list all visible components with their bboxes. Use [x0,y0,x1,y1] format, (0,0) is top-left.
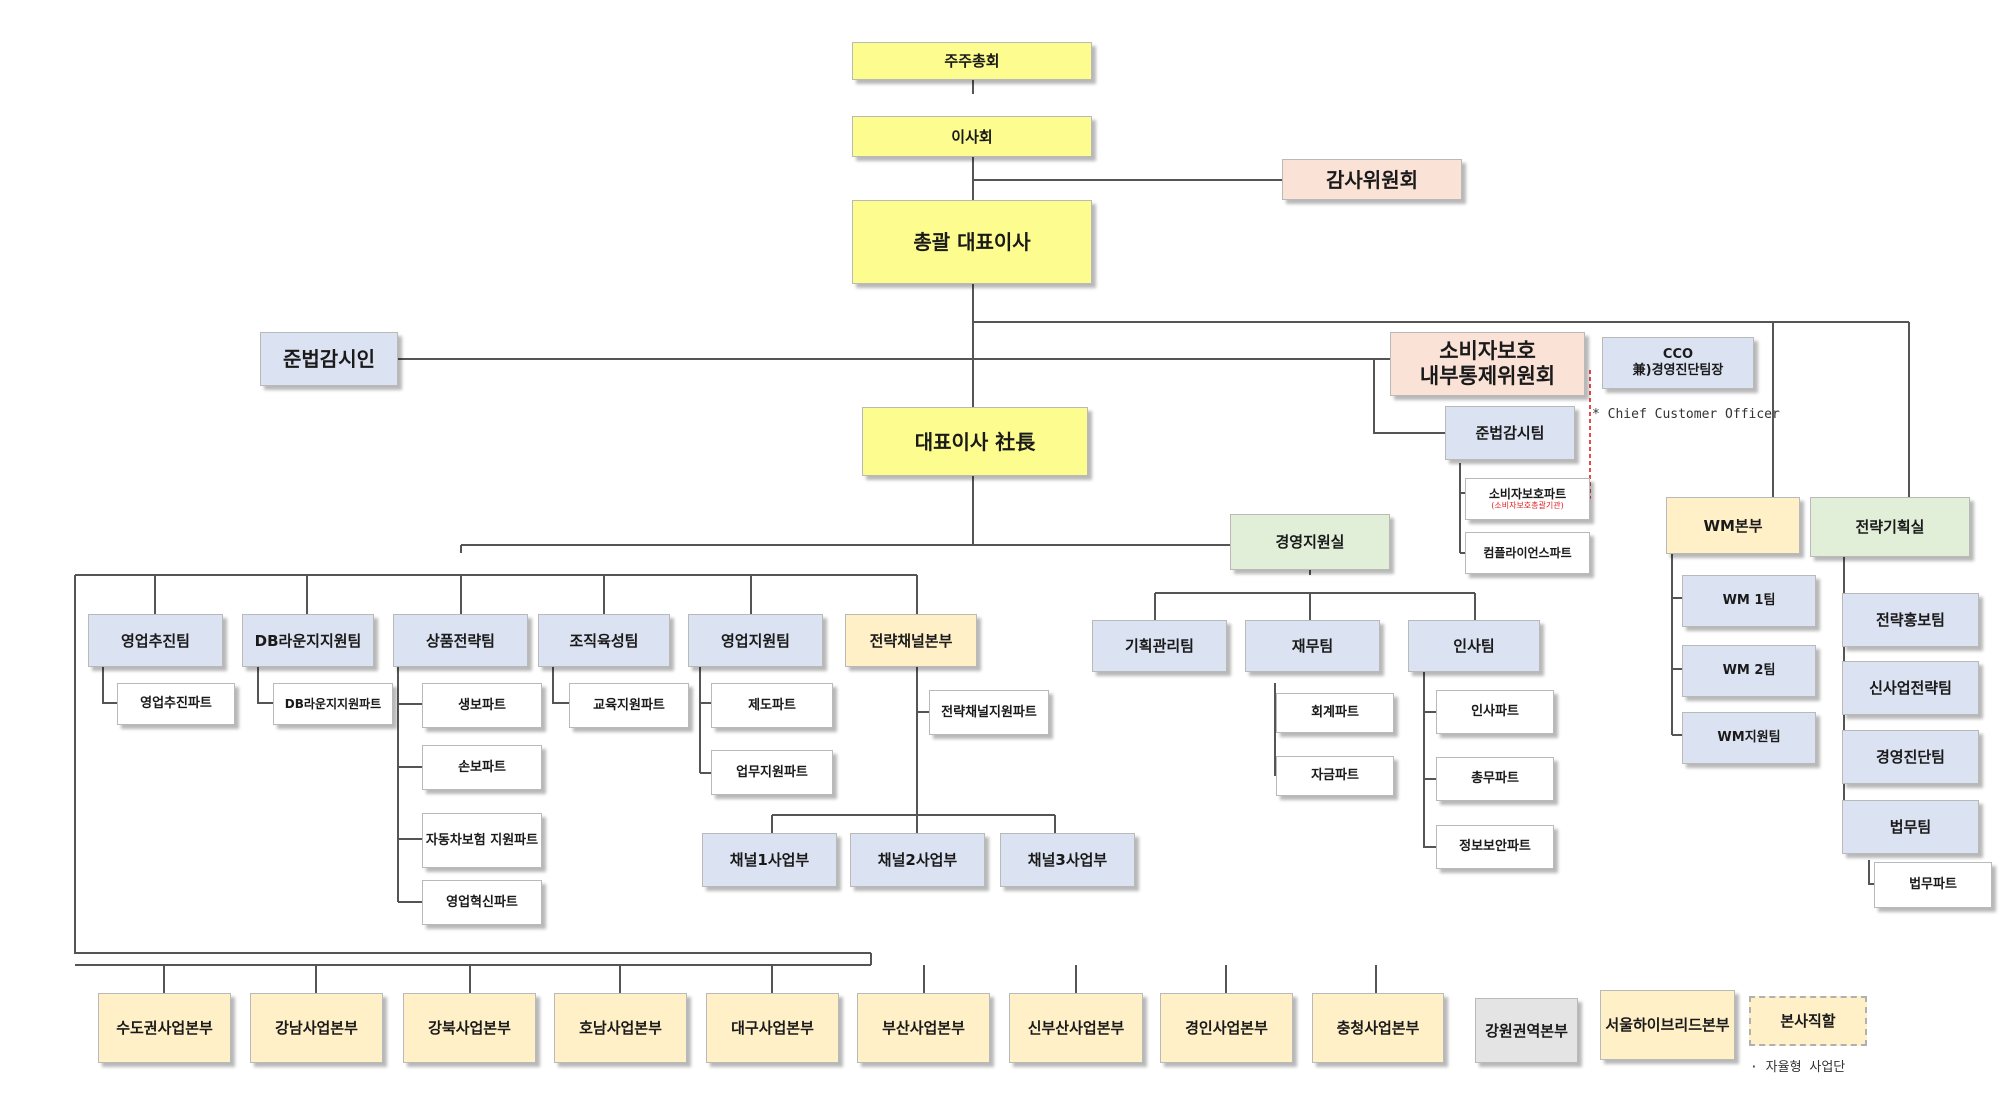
db-lounge-team: DB라운지지원팀 [242,614,374,667]
finance-team: 재무팀 [1245,620,1380,672]
regional-division-6: 부산사업본부 [857,993,990,1063]
strategy-planning-office: 전략기획실 [1810,497,1970,557]
regional-division-2: 강남사업본부 [250,993,383,1063]
right-branch-line [973,321,1910,497]
legal-team: 법무팀 [1842,800,1979,854]
audit-committee: 감사위원회 [1282,159,1462,200]
strategy-pr-team: 전략홍보팀 [1842,593,1979,647]
info-security-part: 정보보안파트 [1436,825,1554,869]
board-of-directors: 이사회 [852,116,1092,157]
general-ceo: 총괄 대표이사 [852,200,1092,284]
hr-team: 인사팀 [1408,620,1540,672]
channel-unit-3: 채널3사업부 [1000,833,1135,887]
non-life-insurance-part: 손보파트 [422,745,542,790]
channel-unit-2: 채널2사업부 [850,833,985,887]
sales-promotion-team: 영업추진팀 [88,614,223,667]
compliance-part: 컴플라이언스파트 [1465,532,1590,574]
org-development-team: 조직육성팀 [538,614,670,667]
accounting-part: 회계파트 [1276,693,1394,733]
regional-division-9: 충청사업본부 [1312,993,1444,1063]
treasury-part: 자금파트 [1276,756,1394,796]
hr-part: 인사파트 [1436,690,1554,734]
regional-division-5: 대구사업본부 [706,993,839,1063]
channel-unit-1: 채널1사업부 [702,833,837,887]
sales-promotion-part: 영업추진파트 [117,683,235,725]
compliance-team: 준법감시팀 [1445,406,1575,460]
life-insurance-part: 생보파트 [422,683,542,728]
regional-note: · 자율형 사업단 [1750,1060,1846,1075]
education-support-part: 교육지원파트 [569,683,689,728]
consumer-protection-part: 소비자보호파트(소비자보호총괄기관) [1465,478,1590,520]
system-part: 제도파트 [711,683,833,728]
legal-part: 법무파트 [1874,862,1992,908]
planning-team: 기획관리팀 [1092,620,1227,672]
db-lounge-part: DB라운지지원파트 [273,683,393,725]
auto-insurance-support-part: 자동차보험 지원파트 [422,813,542,868]
wm-team-2: WM 2팀 [1682,645,1816,697]
wm-team-1: WM 1팀 [1682,575,1816,627]
sales-support-team: 영업지원팀 [688,614,823,667]
wm-division: WM본부 [1666,497,1800,554]
regional-division-11: 서울하이브리드본부 [1600,990,1735,1060]
regional-division-7: 신부산사업본부 [1009,993,1143,1063]
product-strategy-team: 상품전략팀 [393,614,528,667]
regional-division-4: 호남사업본부 [554,993,687,1063]
wm-support-team: WM지원팀 [1682,712,1816,764]
regional-division-10: 강원권역본부 [1475,998,1578,1063]
business-support-part: 업무지원파트 [711,750,833,795]
shareholders-meeting: 주주총회 [852,42,1092,80]
compliance-officer: 준법감시인 [260,332,398,386]
channel-support-part: 전략채널지원파트 [929,690,1049,735]
management-diagnosis-team: 경영진단팀 [1842,730,1979,784]
compliance-branch-line [1373,359,1445,434]
new-business-team: 신사업전략팀 [1842,661,1979,715]
regional-division-8: 경인사업본부 [1160,993,1293,1063]
regional-division-12: 본사직할 [1749,996,1867,1046]
regional-branch-line [74,575,1377,993]
cco-note: * Chief Customer Officer [1592,407,1780,422]
regional-division-3: 강북사업본부 [403,993,536,1063]
president-ceo: 대표이사 社長 [862,407,1088,476]
general-affairs-part: 총무파트 [1436,757,1554,801]
sales-branch-line [75,574,918,614]
strategic-channel-division: 전략채널본부 [845,614,977,667]
sales-innovation-part: 영업혁신파트 [422,880,542,925]
management-support-office: 경영지원실 [1230,514,1390,570]
regional-division-1: 수도권사업본부 [98,993,231,1063]
